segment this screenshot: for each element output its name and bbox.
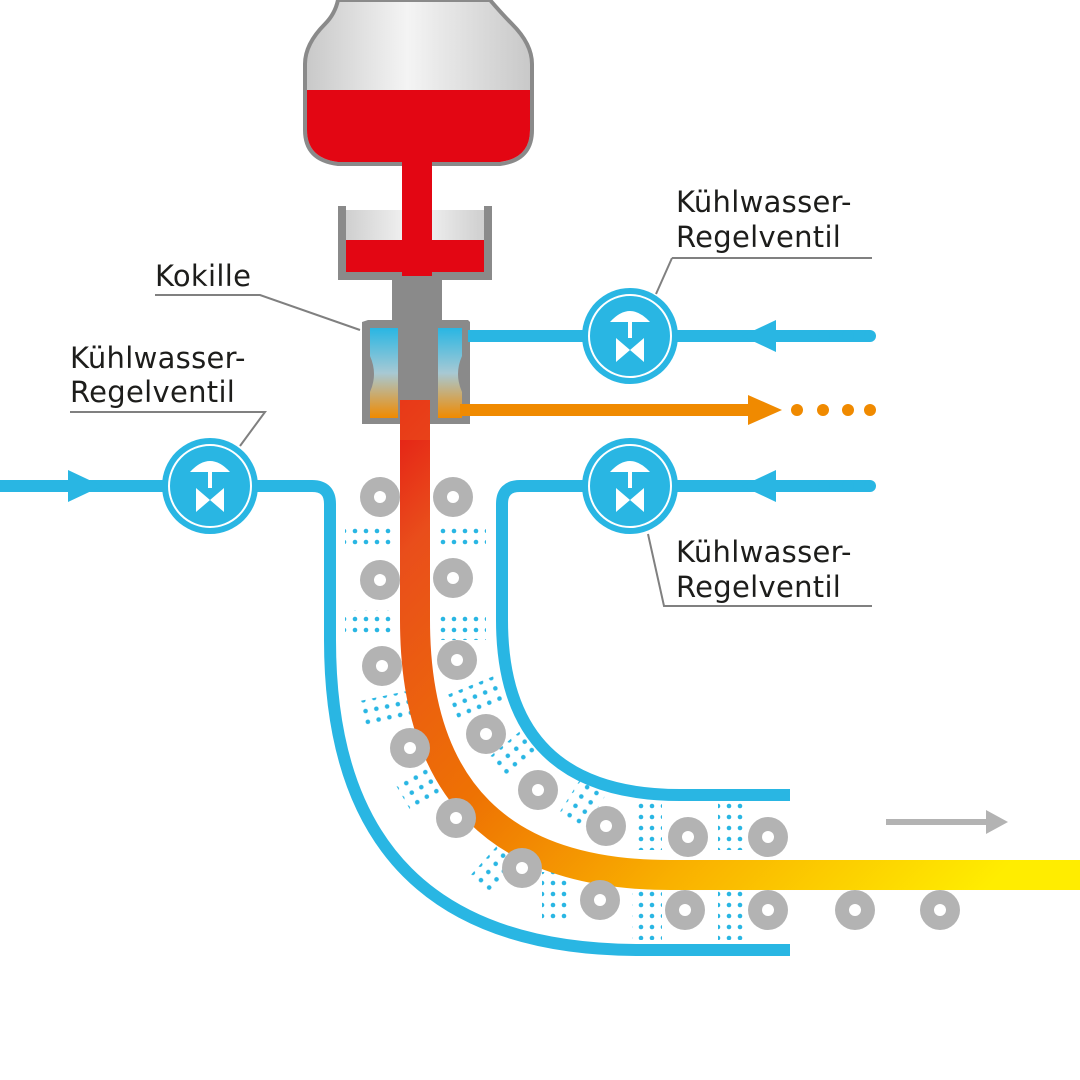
label-kokille: Kokille xyxy=(155,259,251,293)
label-valve-top-line2: Regelventil xyxy=(676,220,841,254)
guide-rollers xyxy=(360,477,960,930)
control-valve-icon xyxy=(582,438,678,534)
arrow-icon xyxy=(68,470,102,502)
roller-icon xyxy=(433,558,473,598)
roller-icon xyxy=(436,798,476,838)
mold-kokille xyxy=(362,320,470,424)
roller-icon xyxy=(360,477,400,517)
roller-icon xyxy=(390,728,430,768)
cast-strand xyxy=(400,400,1080,890)
water-flow-arrows xyxy=(68,320,876,502)
roller-icon xyxy=(360,560,400,600)
roller-icon xyxy=(433,477,473,517)
label-valve-bottom-line2: Regelventil xyxy=(676,570,841,604)
arrow-icon xyxy=(742,320,776,352)
label-valve-left-line2: Regelventil xyxy=(70,375,235,409)
entry-nozzle xyxy=(392,276,442,424)
roller-icon xyxy=(748,817,788,857)
inner-water-pipe xyxy=(496,480,870,801)
control-valve-icon xyxy=(582,288,678,384)
cooling-water-pipes xyxy=(0,330,870,956)
roller-icon xyxy=(668,817,708,857)
roller-icon xyxy=(586,806,626,846)
tundish xyxy=(338,206,492,280)
control-valve-icon xyxy=(162,438,258,534)
roller-icon xyxy=(835,890,875,930)
roller-icon xyxy=(466,714,506,754)
roller-icon xyxy=(362,646,402,686)
roller-icon xyxy=(665,890,705,930)
roller-icon xyxy=(748,890,788,930)
roller-icon xyxy=(437,640,477,680)
roller-icon xyxy=(502,848,542,888)
outflow-arrow-icon xyxy=(748,395,782,425)
roller-icon xyxy=(920,890,960,930)
label-valve-top-line1: Kühlwasser- xyxy=(676,185,852,219)
strand-direction-arrow-icon xyxy=(886,810,1008,834)
label-valve-left-line1: Kühlwasser- xyxy=(70,341,246,375)
leader-lines xyxy=(70,257,872,607)
outer-water-pipe xyxy=(0,480,790,956)
roller-icon xyxy=(518,770,558,810)
ladle-molten-steel xyxy=(307,90,530,162)
roller-icon xyxy=(580,880,620,920)
hot-water-outflow xyxy=(460,395,876,425)
arrow-icon xyxy=(742,470,776,502)
ladle xyxy=(303,0,534,166)
label-valve-bottom-line1: Kühlwasser- xyxy=(676,535,852,569)
